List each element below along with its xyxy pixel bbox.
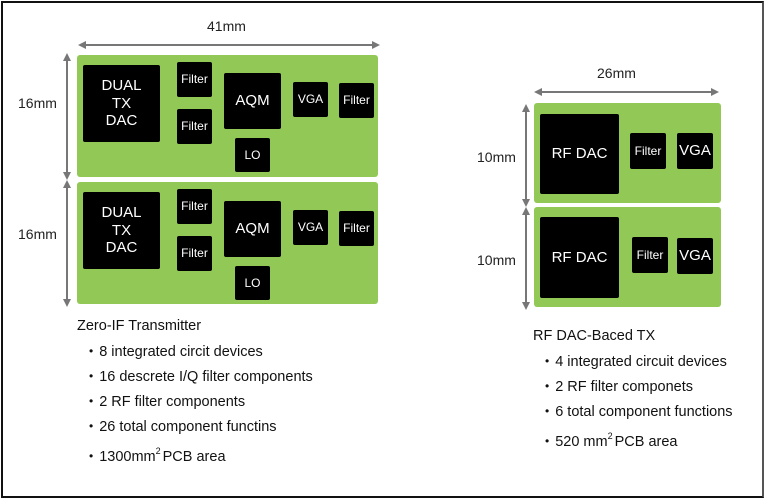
vga-chip: VGA: [293, 82, 328, 117]
left-top-height-label: 16mm: [18, 95, 57, 111]
rf-dac-title: RF DAC-Baced TX: [533, 328, 656, 344]
vga-chip: VGA: [677, 133, 713, 169]
vga-chip: VGA: [293, 210, 328, 245]
lo-chip: LO: [235, 266, 270, 300]
list-item: 2 RF filter componets: [545, 375, 733, 400]
rf-dac-board-bottom: RF DAC Filter VGA: [534, 207, 721, 307]
rf-dac-board-top: RF DAC Filter VGA: [534, 103, 721, 203]
list-item: 26 total component functins: [89, 415, 313, 440]
rf-dac-chip: RF DAC: [540, 114, 619, 194]
list-item: 4 integrated circuit devices: [545, 350, 733, 375]
filter-chip: Filter: [177, 236, 212, 271]
filter-chip: Filter: [177, 189, 212, 224]
filter-chip: Filter: [177, 62, 212, 97]
vga-chip: VGA: [677, 238, 713, 274]
rf-dac-chip: RF DAC: [540, 217, 619, 298]
list-item: 8 integrated circit devices: [89, 340, 313, 365]
right-bottom-height-label: 10mm: [477, 252, 516, 268]
list-item: 2 RF filter components: [89, 390, 313, 415]
aqm-chip: AQM: [224, 73, 281, 129]
aqm-chip: AQM: [224, 201, 281, 257]
zero-if-title: Zero-IF Transmitter: [77, 318, 202, 334]
right-top-height-label: 10mm: [477, 149, 516, 165]
filter-chip: Filter: [632, 237, 668, 273]
list-item: 6 total component functions: [545, 400, 732, 425]
rf-dac-bullet-list: 4 integrated circuit devices 2 RF filter…: [545, 350, 733, 450]
left-bottom-height-label: 16mm: [18, 226, 57, 242]
filter-chip: Filter: [177, 109, 212, 144]
list-item: 16 descrete I/Q filter components: [89, 365, 313, 390]
filter-chip: Filter: [630, 133, 666, 169]
zero-if-bullet-list: 8 integrated circit devices 16 descrete …: [89, 340, 313, 465]
lo-chip: LO: [235, 138, 270, 172]
left-width-label: 41mm: [207, 18, 246, 34]
filter-chip: Filter: [339, 83, 374, 118]
right-width-label: 26mm: [597, 65, 636, 81]
filter-chip: Filter: [339, 211, 374, 246]
